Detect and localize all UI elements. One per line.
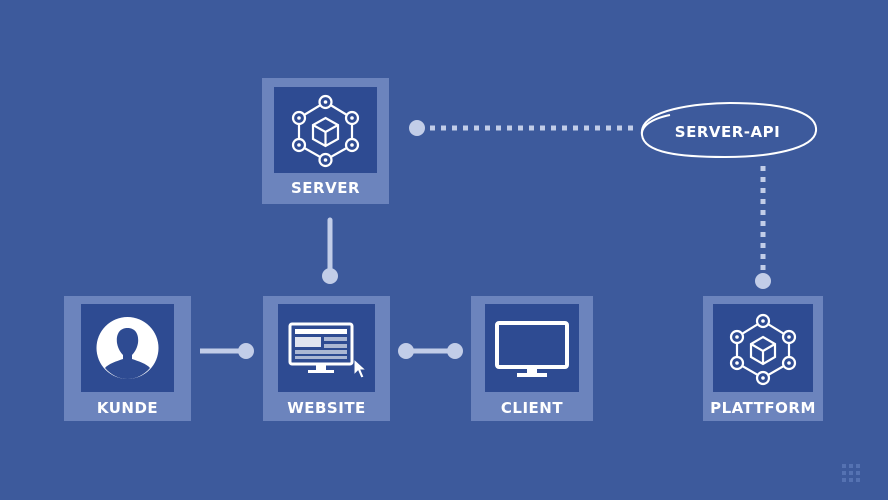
node-client-label: CLIENT: [500, 399, 564, 417]
monitor-browser-cursor-icon: [288, 322, 368, 379]
network-cube-icon: [291, 94, 360, 168]
link-kunde-website-endpoint: [238, 343, 254, 359]
node-server-label: SERVER: [290, 179, 360, 197]
node-plattform-label: PLATTFORM: [710, 399, 816, 417]
node-kunde: KUNDE: [64, 296, 191, 421]
monitor-icon: [495, 321, 569, 377]
api-label: SERVER-API: [674, 123, 781, 141]
link-server-api-endpoint: [409, 120, 425, 136]
user-avatar-icon: [96, 317, 159, 379]
link-api-plattform-endpoint: [755, 273, 771, 289]
node-kunde-label: KUNDE: [96, 399, 159, 417]
node-server: SERVER: [262, 78, 389, 204]
node-plattform: PLATTFORM: [703, 296, 823, 421]
api-ellipse-icon: [640, 101, 818, 159]
grid-dots-icon: [842, 464, 860, 482]
node-client: CLIENT: [471, 296, 593, 421]
node-client-inner: [485, 304, 579, 392]
node-website-label: WEBSITE: [287, 399, 366, 417]
network-cube-icon: [729, 313, 797, 386]
node-website: WEBSITE: [263, 296, 390, 421]
link-server-website-endpoint: [322, 268, 338, 284]
link-website-client-end: [447, 343, 463, 359]
